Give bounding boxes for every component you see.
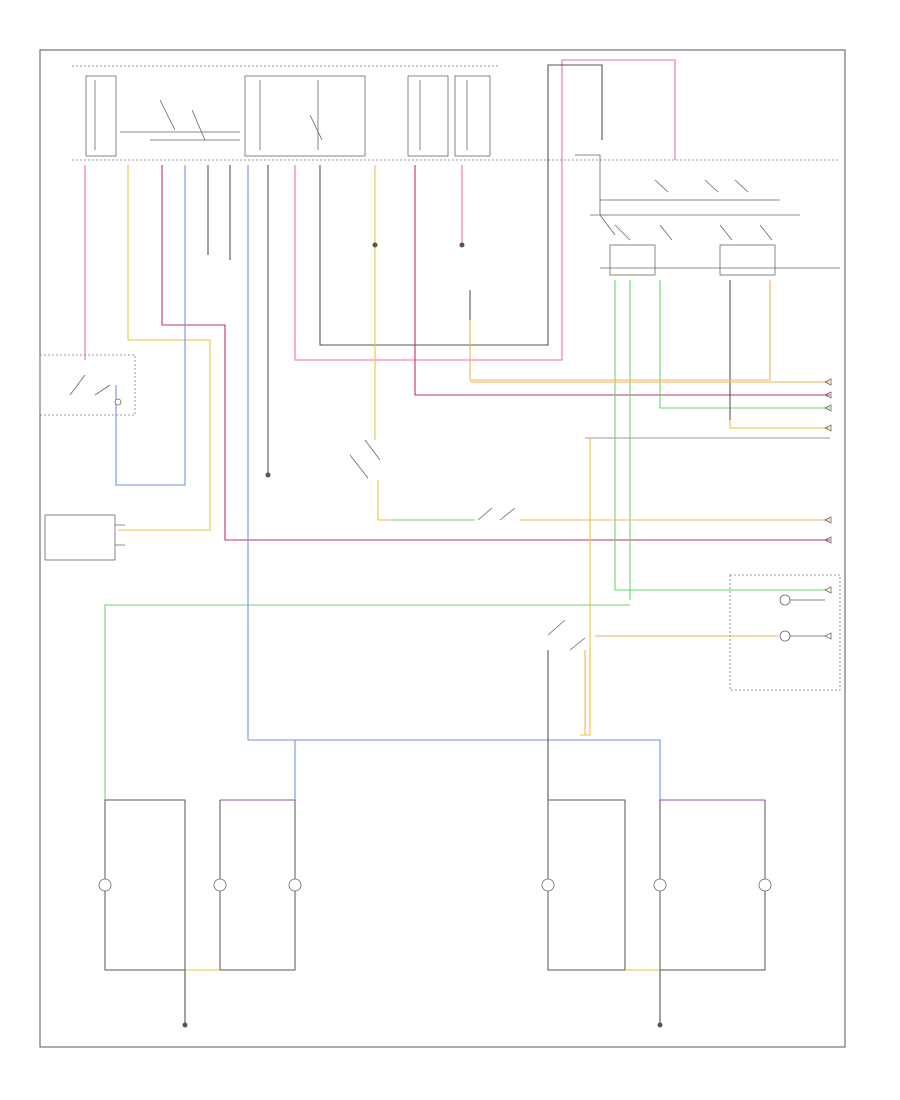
connector-terminals [824, 378, 832, 640]
headlamp-switch [39, 354, 136, 416]
diagram-frame [39, 49, 846, 1048]
left-harness [84, 59, 830, 800]
trailer-lamps [595, 574, 841, 691]
center-ground [265, 242, 465, 478]
right-harness [469, 280, 830, 736]
light-control-module [44, 514, 125, 561]
left-rear-lamp-group [98, 740, 302, 1028]
fuse-panel [72, 65, 840, 161]
lighting-switch [547, 619, 586, 800]
right-rear-lamp-group [541, 799, 772, 1028]
relay-block [575, 154, 840, 276]
turn-signal-switch [349, 439, 830, 521]
left-rear-feed [104, 604, 630, 800]
